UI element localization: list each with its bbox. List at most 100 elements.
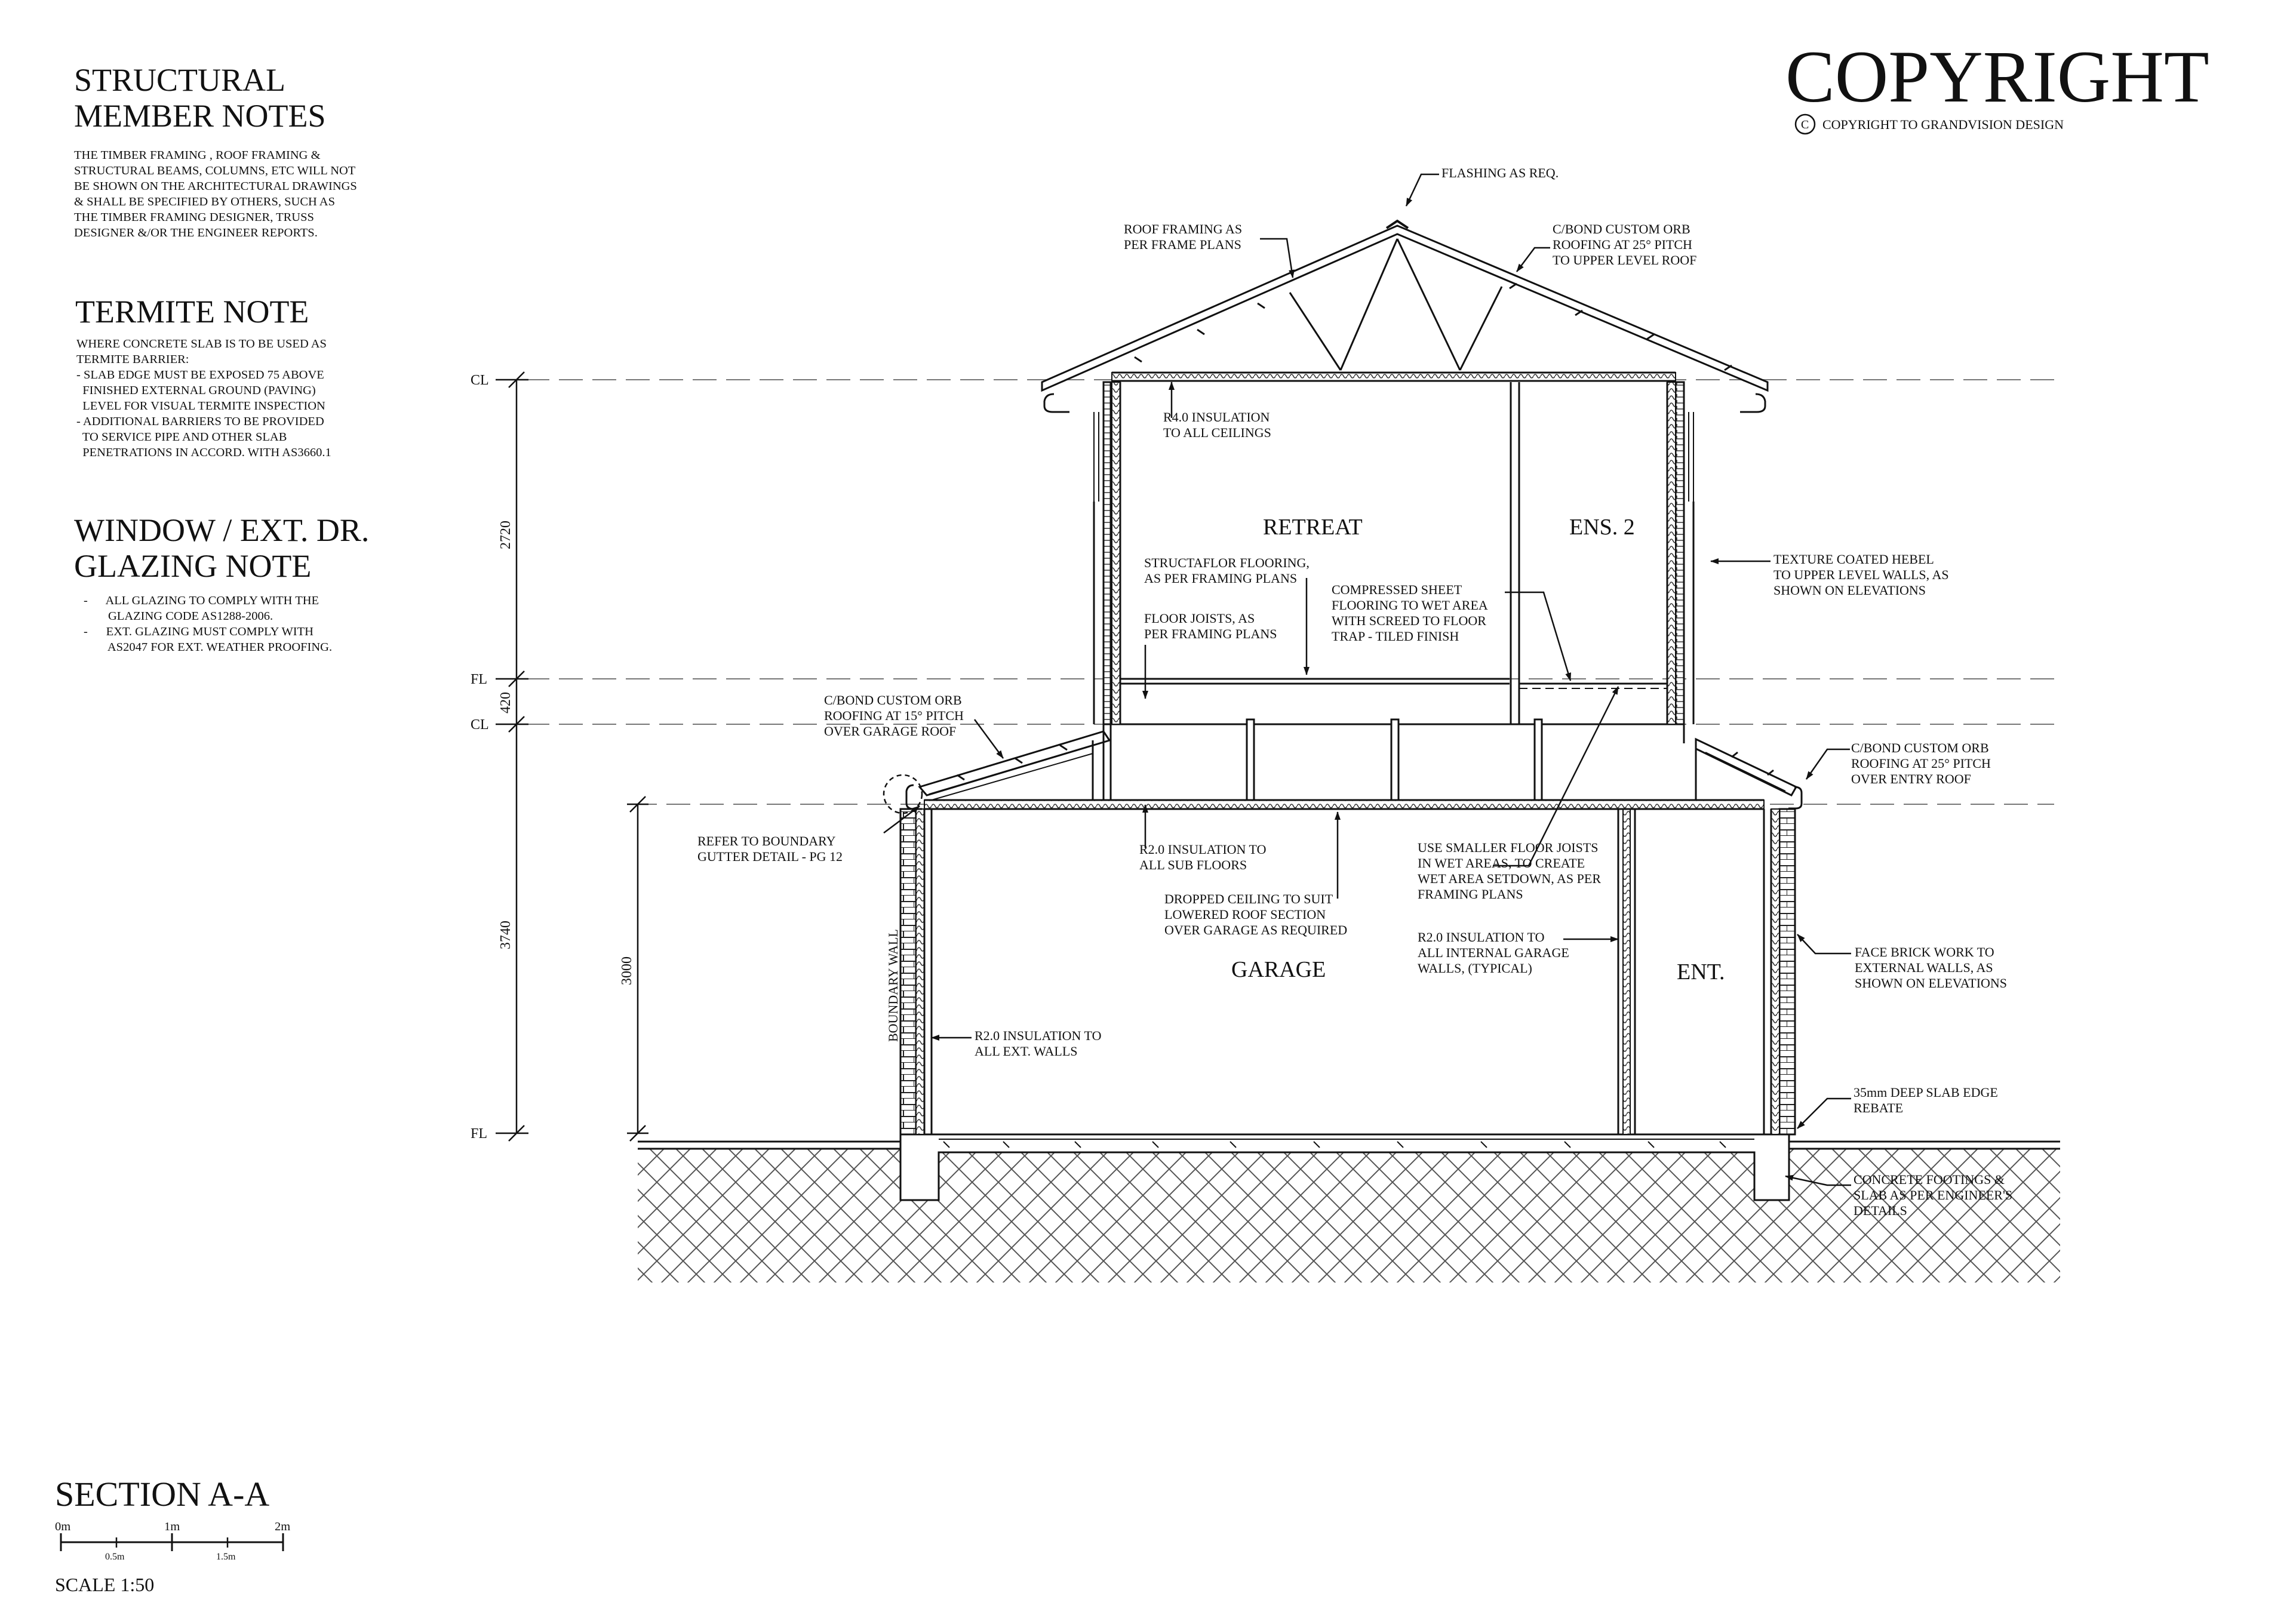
note-cbond-upper-line-2: ROOFING AT 25° PITCH <box>1553 237 1692 252</box>
note-floor-joists-line-2: PER FRAMING PLANS <box>1144 626 1277 641</box>
termite-note-line-3: - SLAB EDGE MUST BE EXPOSED 75 ABOVE <box>76 368 324 382</box>
room-garage: GARAGE <box>1231 957 1326 982</box>
copyright-block: COPYRIGHT C COPYRIGHT TO GRANDVISION DES… <box>1785 36 2209 135</box>
scale-0-5m: 0.5m <box>105 1552 125 1562</box>
note-compressed-line-3: WITH SCREED TO FLOOR <box>1332 613 1486 628</box>
note-footings-line-2: SLAB AS PER ENGINEER'S <box>1854 1188 2012 1202</box>
note-hebel-line-3: SHOWN ON ELEVATIONS <box>1773 583 1926 598</box>
note-r20-ext-line-2: ALL EXT. WALLS <box>975 1044 1078 1059</box>
note-compressed-line-1: COMPRESSED SHEET <box>1332 582 1462 597</box>
scale-1-5m: 1.5m <box>216 1552 236 1562</box>
note-face-brick-line-2: EXTERNAL WALLS, AS <box>1855 960 1993 975</box>
dim-3000: 3000 <box>619 956 635 985</box>
scale-0m: 0m <box>55 1520 70 1533</box>
structural-note-line-6: DESIGNER &/OR THE ENGINEER REPORTS. <box>74 226 318 239</box>
structural-heading-1: STRUCTURAL <box>74 62 285 98</box>
note-cbond-garage-line-3: OVER GARAGE ROOF <box>824 724 956 739</box>
termite-note-line-7: TO SERVICE PIPE AND OTHER SLAB <box>76 430 287 444</box>
room-ens2: ENS. 2 <box>1569 515 1635 540</box>
glazing-notes: WINDOW / EXT. DR. GLAZING NOTE - ALL GLA… <box>74 512 369 654</box>
note-cbond-garage-line-1: C/BOND CUSTOM ORB <box>824 693 962 708</box>
copyright-subtitle: COPYRIGHT TO GRANDVISION DESIGN <box>1822 117 2064 132</box>
note-slab-rebate-line-2: REBATE <box>1854 1100 1903 1115</box>
glazing-note-line-4: AS2047 FOR EXT. WEATHER PROOFING. <box>84 641 332 654</box>
structural-note-line-5: THE TIMBER FRAMING DESIGNER, TRUSS <box>74 211 314 224</box>
section-title-block: SECTION A-A 0m 1m 2m 0.5m 1.5m SCALE 1:5… <box>55 1475 290 1595</box>
label-boundary-wall: BOUNDARY WALL <box>886 929 900 1042</box>
note-roof-framing-line-2: PER FRAME PLANS <box>1124 237 1241 252</box>
glazing-heading-1: WINDOW / EXT. DR. <box>74 512 369 548</box>
structural-note-line-2: STRUCTURAL BEAMS, COLUMNS, ETC WILL NOT <box>74 164 356 177</box>
note-compressed-line-2: FLOORING TO WET AREA <box>1332 598 1488 613</box>
note-gutter-line-2: GUTTER DETAIL - PG 12 <box>697 849 843 864</box>
note-r20-sub-line-2: ALL SUB FLOORS <box>1139 857 1247 872</box>
note-cbond-garage-line-2: ROOFING AT 15° PITCH <box>824 708 964 723</box>
room-labels: RETREAT ENS. 2 GARAGE ENT. BOUNDARY WALL <box>886 515 1725 1042</box>
note-structaflor-line-1: STRUCTAFLOR FLOORING, <box>1144 555 1310 570</box>
structural-heading-2: MEMBER NOTES <box>74 98 326 134</box>
note-dropped-line-1: DROPPED CEILING TO SUIT <box>1164 891 1333 906</box>
note-face-brick-line-1: FACE BRICK WORK TO <box>1855 945 1994 959</box>
structural-note-line-4: & SHALL BE SPECIFIED BY OTHERS, SUCH AS <box>74 195 335 208</box>
note-r40-line-2: TO ALL CEILINGS <box>1163 425 1271 440</box>
note-smaller-joists-line-2: IN WET AREAS, TO CREATE <box>1418 856 1585 871</box>
structural-note-line-3: BE SHOWN ON THE ARCHITECTURAL DRAWINGS <box>74 180 357 193</box>
annotation-leaders <box>883 173 1851 1186</box>
lower-ceiling <box>924 799 1765 810</box>
level-fl-upper: FL <box>471 672 487 687</box>
note-dropped-line-2: LOWERED ROOF SECTION <box>1164 907 1326 922</box>
ground-floor-walls <box>899 808 1796 1136</box>
note-smaller-joists-line-4: FRAMING PLANS <box>1418 887 1523 902</box>
dimension-lines <box>496 371 648 1142</box>
glazing-note-line-3: - EXT. GLAZING MUST COMPLY WITH <box>84 625 313 638</box>
termite-note-line-4: FINISHED EXTERNAL GROUND (PAVING) <box>76 384 316 397</box>
level-labels: CL FL CL FL <box>471 373 489 1142</box>
scale-text: SCALE 1:50 <box>55 1574 154 1595</box>
note-smaller-joists-line-3: WET AREA SETDOWN, AS PER <box>1418 871 1601 886</box>
upper-walls <box>1093 381 1695 725</box>
slab-footings <box>899 1133 1790 1201</box>
scale-bar: 0m 1m 2m 0.5m 1.5m <box>55 1520 290 1562</box>
termite-note-line-5: LEVEL FOR VISUAL TERMITE INSPECTION <box>76 399 325 413</box>
note-cbond-entry-line-1: C/BOND CUSTOM ORB <box>1851 740 1989 755</box>
note-floor-joists-line-1: FLOOR JOISTS, AS <box>1144 611 1255 626</box>
copyright-symbol: C <box>1801 118 1809 131</box>
dim-3740: 3740 <box>498 921 514 949</box>
room-retreat: RETREAT <box>1263 515 1363 540</box>
dimension-labels: 2720 420 3740 3000 <box>498 521 635 985</box>
note-r20-ext-line-1: R2.0 INSULATION TO <box>975 1028 1101 1043</box>
note-flashing-line-1: FLASHING AS REQ. <box>1441 165 1559 180</box>
scale-2m: 2m <box>275 1520 290 1533</box>
termite-note-line-6: - ADDITIONAL BARRIERS TO BE PROVIDED <box>76 415 324 428</box>
note-dropped-line-3: OVER GARAGE AS REQUIRED <box>1164 922 1347 937</box>
structural-note-line-1: THE TIMBER FRAMING , ROOF FRAMING & <box>74 149 321 162</box>
note-roof-framing-line-1: ROOF FRAMING AS <box>1124 222 1242 236</box>
upper-ceiling <box>1111 372 1676 382</box>
note-slab-rebate-line-1: 35mm DEEP SLAB EDGE <box>1854 1085 1998 1100</box>
note-r20-internal-line-2: ALL INTERNAL GARAGE <box>1418 945 1569 960</box>
structural-notes: STRUCTURAL MEMBER NOTES THE TIMBER FRAMI… <box>74 62 357 239</box>
level-cl-lower: CL <box>471 717 489 733</box>
glazing-note-line-1: - ALL GLAZING TO COMPLY WITH THE <box>84 594 319 607</box>
note-hebel-line-2: TO UPPER LEVEL WALLS, AS <box>1773 567 1949 582</box>
scale-1m: 1m <box>164 1520 180 1533</box>
dim-2720: 2720 <box>498 521 514 549</box>
ground <box>638 1140 2060 1282</box>
note-r20-internal-line-3: WALLS, (TYPICAL) <box>1418 961 1532 976</box>
main-roof <box>1041 219 1769 413</box>
section-title: SECTION A-A <box>55 1475 269 1514</box>
termite-note-line-1: WHERE CONCRETE SLAB IS TO BE USED AS <box>76 337 327 350</box>
note-cbond-upper-line-3: TO UPPER LEVEL ROOF <box>1553 253 1696 267</box>
note-footings-line-3: DETAILS <box>1854 1203 1907 1218</box>
glazing-note-line-2: GLAZING CODE AS1288-2006. <box>84 610 273 623</box>
note-r20-internal-line-1: R2.0 INSULATION TO <box>1418 930 1544 945</box>
note-r20-sub-line-1: R2.0 INSULATION TO <box>1139 842 1266 857</box>
note-compressed-line-4: TRAP - TILED FINISH <box>1332 629 1459 644</box>
room-ent: ENT. <box>1677 959 1725 985</box>
note-face-brick-line-3: SHOWN ON ELEVATIONS <box>1855 976 2007 991</box>
dim-420: 420 <box>498 692 514 713</box>
note-cbond-entry-line-2: ROOFING AT 25° PITCH <box>1851 756 1991 771</box>
